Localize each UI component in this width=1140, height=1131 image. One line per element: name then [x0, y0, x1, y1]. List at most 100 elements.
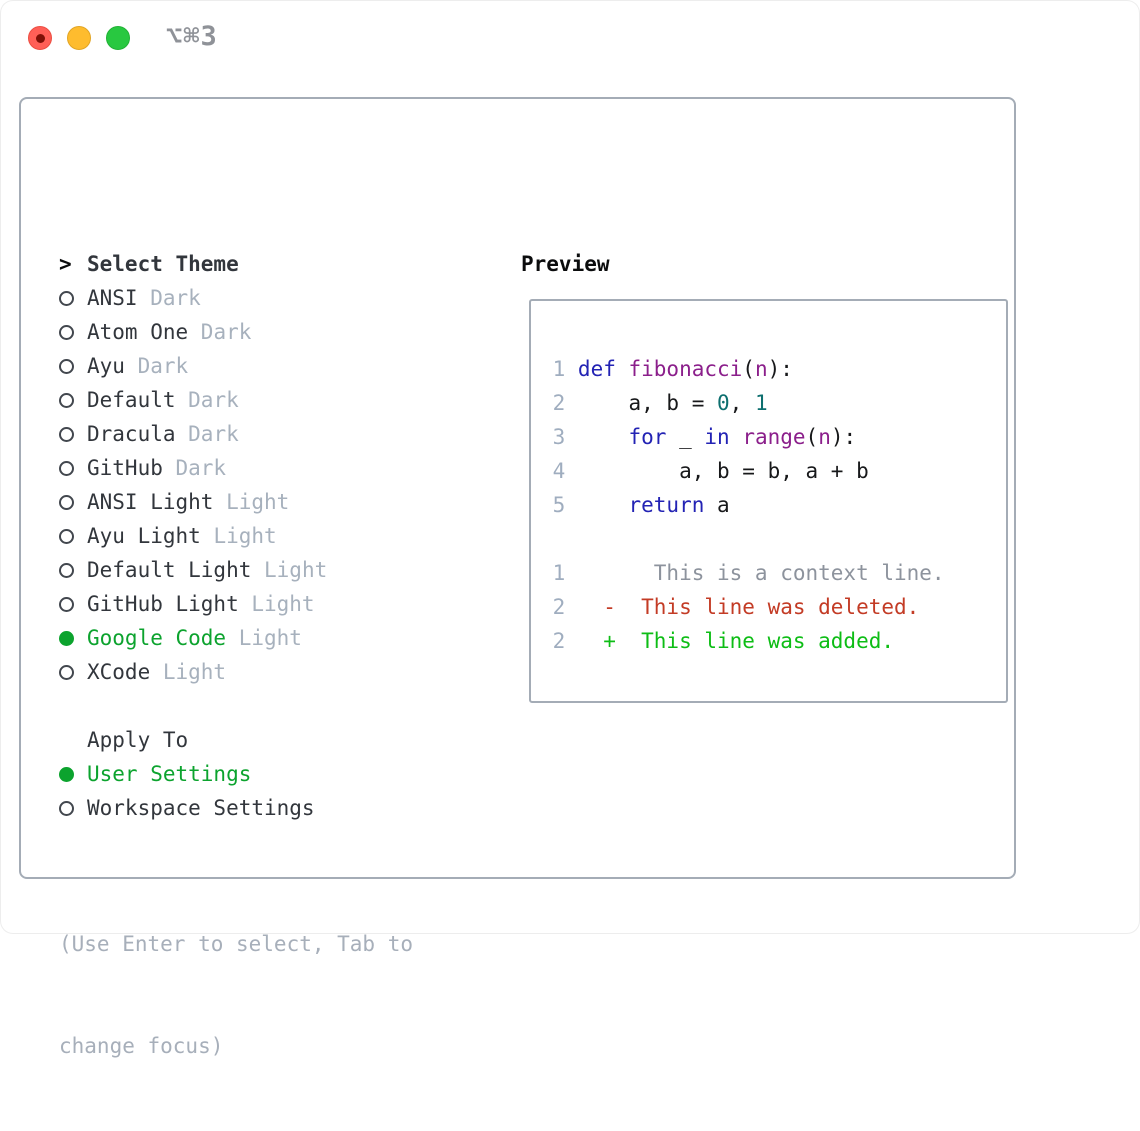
apply-to-label: Workspace Settings [87, 796, 315, 820]
code-token: 1 [754, 391, 768, 415]
line-number: 4 [552, 459, 566, 483]
radio-icon [59, 800, 87, 816]
theme-option[interactable]: Ayu Dark [59, 349, 327, 383]
theme-option[interactable]: Google Code Light [59, 621, 327, 655]
line-number: 5 [552, 493, 566, 517]
code-token: in [704, 425, 730, 449]
apply-to-option[interactable]: Workspace Settings [59, 791, 315, 825]
apply-to-option[interactable]: User Settings [59, 757, 315, 791]
radio-icon [59, 562, 87, 578]
code-token: def [577, 357, 629, 381]
theme-option[interactable]: XCode Light [59, 655, 327, 689]
diff-line: 2 + This line was added. [540, 624, 945, 658]
code-token: range [742, 425, 806, 449]
radio-icon [59, 596, 87, 612]
diff-line: 2 - This line was deleted. [540, 590, 945, 624]
radio-icon [59, 494, 87, 510]
minimize-button[interactable] [67, 26, 91, 50]
theme-name: Default Light [87, 558, 252, 582]
code-token: ( [742, 357, 755, 381]
help-text: (Use Enter to select, Tab to change focu… [59, 859, 413, 1131]
preview-title: Preview [521, 252, 610, 276]
code-token: n [754, 357, 768, 381]
code-token: ): [830, 425, 857, 449]
theme-name: GitHub Light [87, 592, 239, 616]
theme-variant: Light [251, 592, 315, 616]
theme-variant: Dark [188, 388, 239, 412]
theme-variant: Light [162, 660, 227, 684]
theme-variant: Dark [188, 422, 239, 446]
diff-text: This is a context line. [577, 561, 945, 585]
code-token: a, b = b, a + b [577, 459, 869, 483]
code-token: ( [805, 425, 819, 449]
radio-icon [59, 324, 87, 340]
theme-option[interactable]: Dracula Dark [59, 417, 327, 451]
theme-name: XCode [87, 660, 151, 684]
code-token: for [628, 425, 667, 449]
code-token [730, 420, 743, 454]
radio-icon [59, 426, 87, 442]
theme-name: Dracula [87, 422, 176, 446]
theme-name: Ayu [87, 354, 125, 378]
close-button[interactable] [28, 26, 52, 50]
code-token: a [704, 493, 730, 517]
zoom-button[interactable] [106, 26, 130, 50]
code-token: _ [666, 425, 705, 449]
line-number: 2 [552, 391, 566, 415]
theme-variant: Dark [150, 286, 201, 310]
apply-to-label: User Settings [87, 762, 252, 786]
theme-variant: Light [238, 626, 302, 650]
theme-name: GitHub [87, 456, 163, 480]
selected-radio-icon [59, 630, 87, 646]
theme-name: Atom One [87, 320, 189, 344]
code-token [578, 420, 629, 454]
radio-icon [59, 358, 87, 374]
code-token: 0 [717, 391, 730, 415]
apply-to-title: Apply To [87, 728, 189, 752]
code-token: a, b = [577, 391, 717, 415]
prompt-icon: > [59, 252, 72, 276]
code-token: , [729, 391, 755, 415]
theme-option[interactable]: Default Dark [59, 383, 327, 417]
radio-icon [59, 528, 87, 544]
line-number: 1 [552, 357, 566, 381]
line-number: 1 [552, 561, 566, 585]
code-token: n [818, 425, 831, 449]
diff-text: + This line was added. [577, 629, 894, 653]
code-line: 5 return a [540, 488, 945, 522]
diff-line: 1 This is a context line. [540, 556, 945, 590]
theme-list-title: Select Theme [87, 252, 239, 276]
code-line: 2 a, b = 0, 1 [540, 386, 945, 420]
theme-variant: Light [226, 490, 290, 514]
theme-name: Google Code [87, 626, 227, 650]
unsaved-changes-dot-icon [35, 33, 45, 43]
theme-variant: Dark [175, 456, 227, 480]
window-title: ⌥⌘3 [166, 21, 218, 52]
selected-radio-icon [59, 766, 87, 782]
theme-variant: Light [213, 524, 277, 548]
titlebar: ⌥⌘3 [0, 0, 1140, 70]
theme-option[interactable]: GitHub Light Light [59, 587, 327, 621]
code-token: ): [767, 357, 793, 381]
radio-icon [59, 392, 87, 408]
theme-name: Default [87, 388, 176, 412]
theme-option[interactable]: GitHub Dark [59, 451, 327, 485]
theme-name: ANSI Light [87, 490, 214, 514]
line-number: 2 [552, 629, 566, 653]
line-number: 3 [552, 425, 566, 449]
radio-icon [59, 460, 87, 476]
theme-option[interactable]: ANSI Light Light [59, 485, 327, 519]
theme-variant: Dark [137, 354, 189, 378]
code-token [578, 488, 629, 522]
radio-icon [59, 664, 87, 680]
